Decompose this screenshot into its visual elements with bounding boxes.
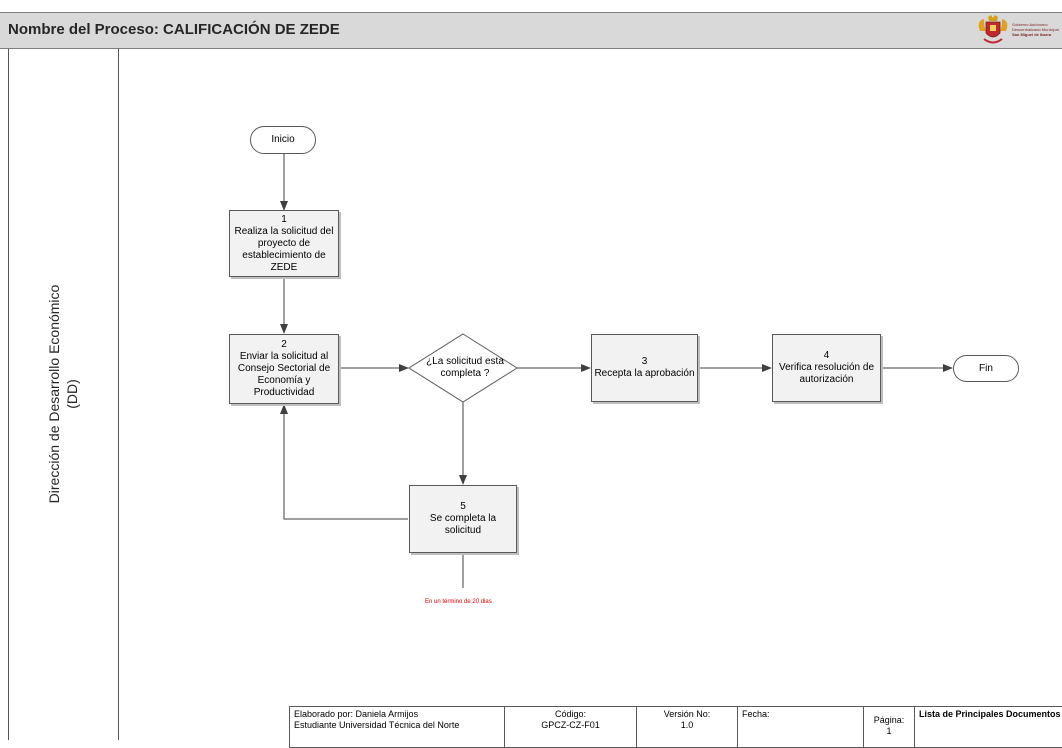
footer-pagina: Página: 1 [864,707,915,748]
step-5-label: Se completa la solicitud [410,513,516,537]
step-3-number: 3 [642,356,648,368]
step-2-box: 2 Enviar la solicitud al Consejo Sectori… [229,334,339,404]
step-4-box: 4 Verifica resolución de autorización [772,334,881,402]
footer-documentos: Lista de Principales Documentos [915,707,1062,748]
step-3-label: Recepta la aprobación [592,368,696,380]
step-3-box: 3 Recepta la aprobación [591,334,698,402]
document-footer: Elaborado por: Daniela Armijos Estudiant… [289,706,1062,748]
step-2-label: Enviar la solicitud al Consejo Sectorial… [230,351,338,399]
footer-fecha: Fecha: [738,707,864,748]
footer-codigo: Código: GPCZ-CZ-F01 [505,707,637,748]
step-5-box: 5 Se completa la solicitud [409,485,517,553]
connector-step5-step2 [284,405,408,519]
start-terminal: Inicio [250,126,316,154]
step-1-number: 1 [281,214,287,226]
time-annotation: En un término de 20 dias [425,599,492,605]
step-5-number: 5 [460,501,466,513]
step-1-label: Realiza la solicitud del proyecto de est… [230,226,338,274]
step-4-number: 4 [824,350,830,362]
footer-version: Versión No: 1.0 [637,707,738,748]
end-terminal: Fin [953,355,1019,382]
step-2-number: 2 [281,339,287,351]
decision-label: ¿La solicitud esta completa ? [414,356,516,380]
step-1-box: 1 Realiza la solicitud del proyecto de e… [229,210,339,277]
footer-elaborado: Elaborado por: Daniela Armijos Estudiant… [290,707,505,748]
step-4-label: Verifica resolución de autorización [773,362,880,386]
